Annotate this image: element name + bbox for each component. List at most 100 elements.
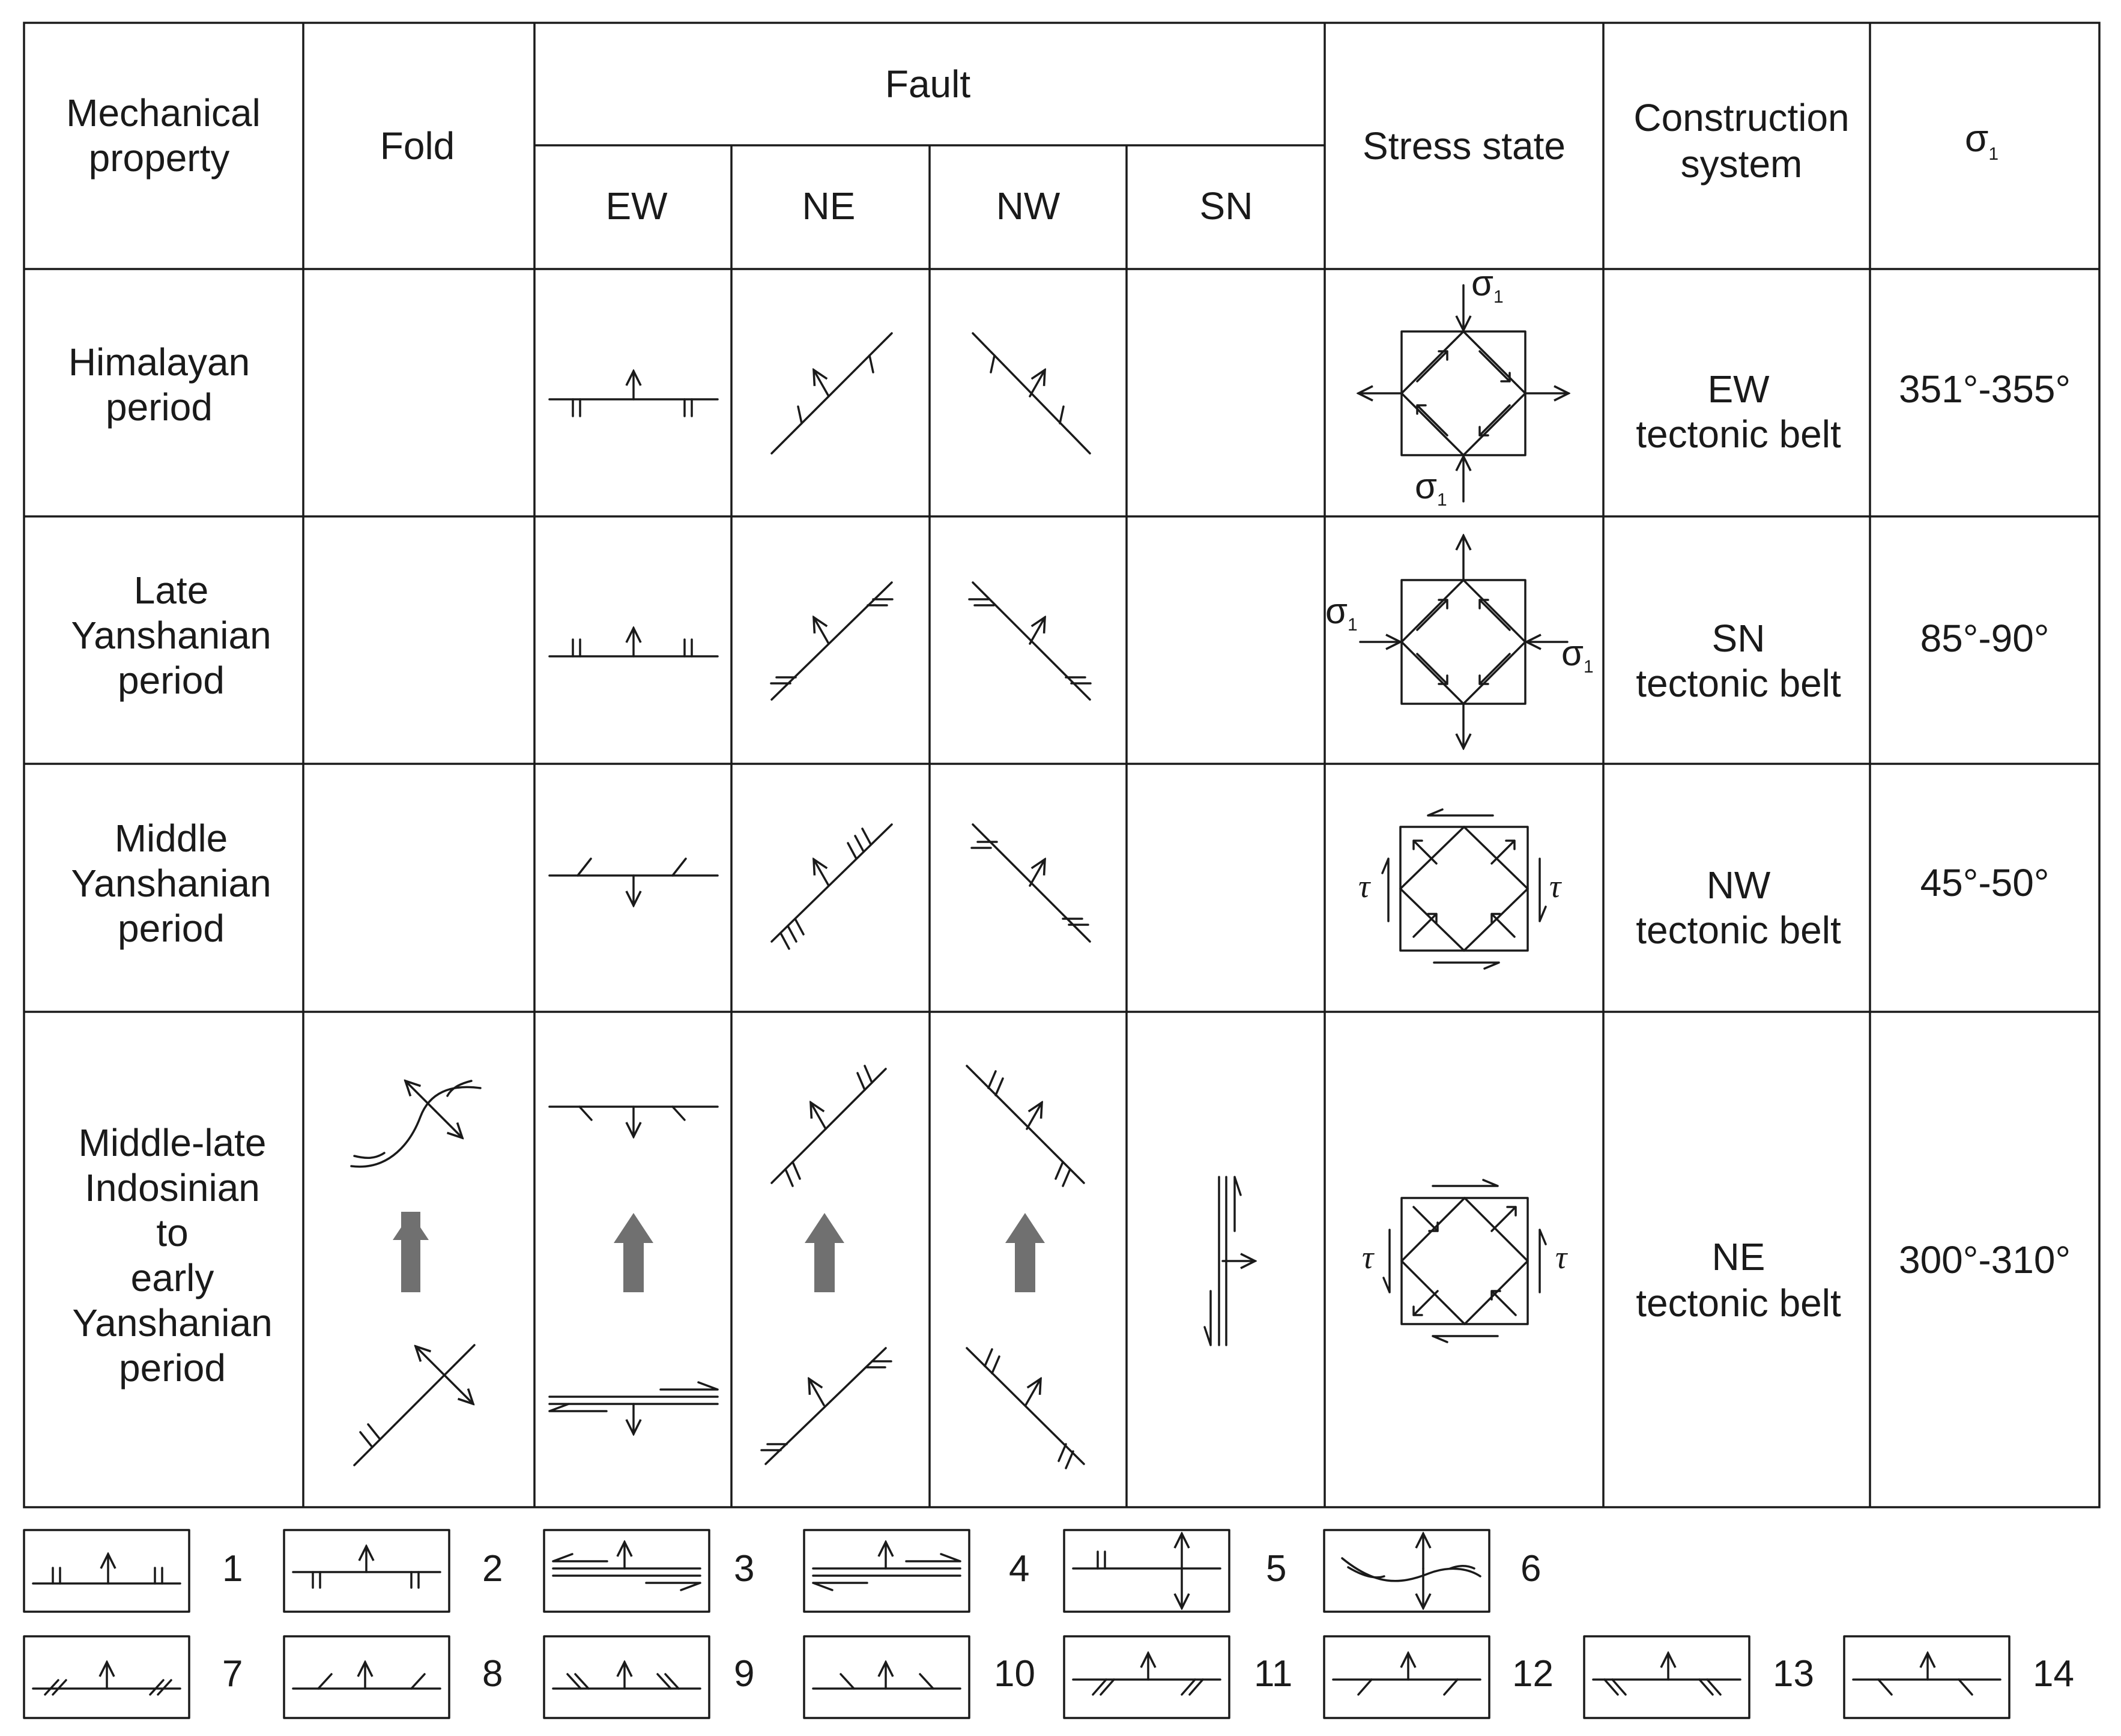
legend-label-14: 14 xyxy=(2033,1653,2074,1695)
row4-sigma1-range: 300°-310° xyxy=(1899,1238,2071,1281)
row3-period-line3: period xyxy=(118,907,225,950)
row2-system-line2: tectonic belt xyxy=(1636,662,1841,705)
legend-item-1: 1 xyxy=(23,1529,243,1613)
row4-fold-direction-arrow xyxy=(393,1212,429,1292)
legend-item-5: 5 xyxy=(1063,1529,1286,1613)
legend-item-14: 14 xyxy=(1843,1635,2074,1719)
legend-label-12: 12 xyxy=(1512,1653,1554,1695)
header-mechanical-property-line1: Mechanical xyxy=(66,91,261,135)
row4-period-line5: Yanshanian xyxy=(72,1301,272,1344)
row1-sigma1-range: 351°-355° xyxy=(1899,367,2071,411)
row3-tau-right: τ xyxy=(1549,868,1562,904)
row4-fold-symbol-bottom xyxy=(353,1344,476,1466)
header-fault-ew: EW xyxy=(605,184,668,228)
row4-system-line2: tectonic belt xyxy=(1636,1281,1841,1325)
header-construction-line2: system xyxy=(1681,142,1803,186)
legend-item-10: 10 xyxy=(803,1635,1035,1719)
legend-item-2: 2 xyxy=(283,1529,503,1613)
row1-sigma-bottom: σ1 xyxy=(1415,466,1447,510)
row2-ne-fault-symbol xyxy=(770,581,894,701)
row1-sigma-top: σ1 xyxy=(1471,263,1504,307)
row4-stress-state-diagram: τ τ xyxy=(1362,1179,1568,1343)
legend-item-7: 7 xyxy=(23,1635,243,1719)
header-fold: Fold xyxy=(380,124,455,168)
row3-ew-fault-symbol xyxy=(548,857,719,906)
legend-item-8: 8 xyxy=(283,1635,503,1719)
row4-nw-direction-arrow xyxy=(1005,1213,1045,1292)
row4-ew-direction-arrow xyxy=(614,1213,653,1292)
row4-nw-fault-symbol-bottom xyxy=(966,1347,1085,1469)
row2-period-line2: Yanshanian xyxy=(71,614,271,657)
row2-period-line1: Late xyxy=(134,569,209,612)
legend-item-6: 6 xyxy=(1323,1529,1541,1613)
row2-stress-state-diagram: σ1 σ1 xyxy=(1325,536,1594,748)
legend-label-4: 4 xyxy=(1009,1548,1029,1589)
row2-nw-fault-symbol xyxy=(968,581,1092,701)
row4-nw-fault-symbol-top xyxy=(966,1065,1085,1187)
header-mechanical-property-line2: property xyxy=(89,136,230,180)
row1-system-line2: tectonic belt xyxy=(1636,413,1841,456)
row4-period-line3: to xyxy=(156,1211,188,1254)
legend-label-2: 2 xyxy=(482,1548,503,1589)
header-sigma1: σ1 xyxy=(1965,116,1998,164)
row4-period-line6: period xyxy=(119,1346,226,1390)
row4-ne-fault-symbol-top xyxy=(770,1065,887,1187)
legend-label-10: 10 xyxy=(994,1653,1035,1695)
legend-label-3: 3 xyxy=(734,1548,754,1589)
row2-sigma-right: σ1 xyxy=(1561,633,1594,677)
legend-item-3: 3 xyxy=(543,1529,754,1613)
legend-label-6: 6 xyxy=(1520,1548,1541,1589)
row4-tau-left: τ xyxy=(1362,1239,1375,1275)
legend-item-13: 13 xyxy=(1583,1635,1814,1719)
header-construction-line1: Construction xyxy=(1633,96,1849,139)
row3-ne-fault-symbol xyxy=(770,823,893,950)
legend-label-8: 8 xyxy=(482,1653,503,1695)
row3-system-line2: tectonic belt xyxy=(1636,909,1841,952)
row1-ew-fault-symbol xyxy=(548,371,719,417)
legend-label-5: 5 xyxy=(1266,1548,1286,1589)
row4-ew-fault-symbol-top xyxy=(548,1105,719,1137)
row4-period-line2: Indosinian xyxy=(85,1166,260,1209)
header-stress-state: Stress state xyxy=(1363,124,1566,168)
row2-sigma1-range: 85°-90° xyxy=(1920,617,2050,660)
row4-ne-direction-arrow xyxy=(805,1213,844,1292)
row4-tau-right: τ xyxy=(1555,1239,1568,1275)
row3-sigma1-range: 45°-50° xyxy=(1920,861,2050,904)
row3-nw-fault-symbol xyxy=(970,823,1091,943)
row4-fold-symbol-top xyxy=(350,1081,482,1168)
header-fault: Fault xyxy=(885,62,971,106)
row4-ew-fault-symbol-bottom xyxy=(548,1381,719,1434)
legend-item-9: 9 xyxy=(543,1635,754,1719)
row1-period-line2: period xyxy=(106,386,213,429)
row3-system-line1: NW xyxy=(1707,863,1771,907)
row2-ew-fault-symbol xyxy=(548,628,719,658)
row4-period-line1: Middle-late xyxy=(78,1121,266,1164)
row1-period-line1: Himalayan xyxy=(68,340,250,384)
row4-ne-fault-symbol-bottom xyxy=(760,1347,892,1465)
legend: 1 2 3 4 xyxy=(23,1529,2074,1719)
header-fault-sn: SN xyxy=(1200,184,1253,228)
legend-item-12: 12 xyxy=(1323,1635,1554,1719)
row4-sn-fault-symbol xyxy=(1203,1176,1255,1346)
header-fault-nw: NW xyxy=(996,184,1060,228)
row2-sigma-left: σ1 xyxy=(1325,591,1358,635)
legend-label-7: 7 xyxy=(222,1653,243,1695)
row2-system-line1: SN xyxy=(1712,617,1765,660)
legend-label-13: 13 xyxy=(1773,1653,1814,1695)
row3-period-line2: Yanshanian xyxy=(71,862,271,905)
legend-label-1: 1 xyxy=(222,1548,243,1589)
row1-ne-fault-symbol xyxy=(770,332,893,455)
legend-label-11: 11 xyxy=(1254,1653,1292,1695)
row3-tau-left: τ xyxy=(1358,868,1371,904)
legend-label-9: 9 xyxy=(734,1653,754,1695)
row1-nw-fault-symbol xyxy=(972,332,1091,455)
row1-stress-state-diagram: σ1 σ1 xyxy=(1358,263,1569,510)
row3-stress-state-diagram: τ τ xyxy=(1358,808,1562,970)
row4-period-line4: early xyxy=(131,1256,214,1299)
row4-system-line1: NE xyxy=(1712,1235,1765,1278)
row3-period-line1: Middle xyxy=(115,817,228,860)
row2-period-line3: period xyxy=(118,659,225,702)
legend-item-4: 4 xyxy=(803,1529,1029,1613)
header-fault-ne: NE xyxy=(802,184,856,228)
